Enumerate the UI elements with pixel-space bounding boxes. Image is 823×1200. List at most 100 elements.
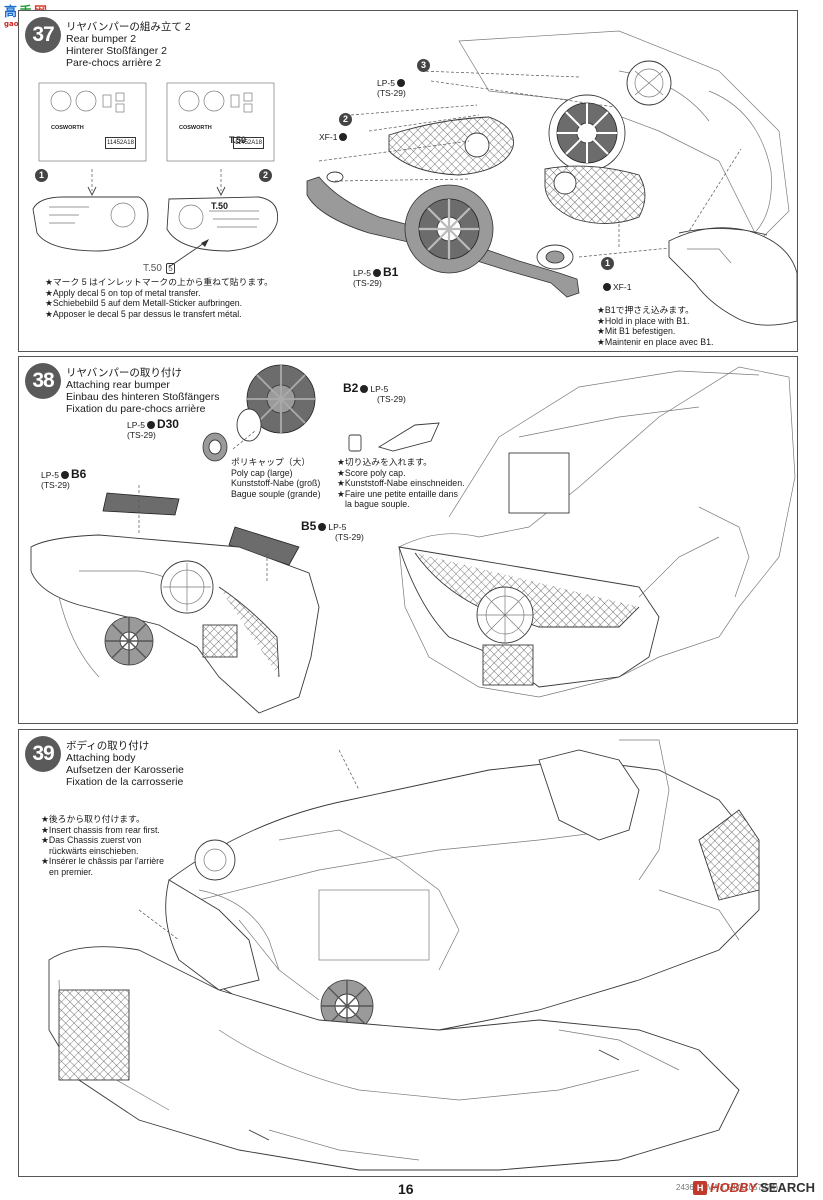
paint-code-alt: (TS-29) [41,479,70,490]
part-b2-label: B2 [343,381,359,395]
callout-2: 2 [259,169,272,182]
note-line: Bague souple (grande) [231,488,321,499]
title-en: Attaching rear bumper [66,379,170,391]
decal-sheet-code: 11452A18 [105,137,136,149]
note-line: ★Insert chassis from rear first. [41,824,160,835]
paint-label-lp5: LP-5 (TS-29) [377,78,407,98]
decal-number-box: 5 [165,263,176,274]
part-b1-label: B1 [382,265,399,279]
insert-chassis-instructions: ★後ろから取り付けます。 ★Insert chassis from rear f… [41,814,164,877]
callout-3: 3 [417,59,430,72]
step-title: リヤバンパーの組み立て 2 Rear bumper 2 Hinterer Sto… [66,21,191,69]
paint-code-alt: (TS-29) [335,531,364,542]
paint-dot-icon [339,133,348,141]
score-poly-cap-instructions: ★切り込みを入れます。 ★Score poly cap. ★Kunststoff… [337,457,465,510]
title-en: Rear bumper 2 [66,33,137,45]
part-b6-label: B6 [70,467,87,481]
title-de: Aufsetzen der Karosserie [66,764,184,776]
paint-dot-icon [603,283,611,291]
hobbysearch-text-b: SEARCH [760,1180,815,1195]
paint-dot-icon [372,269,381,277]
hobbysearch-text-a: HOBBY [710,1180,758,1195]
paint-label-xf1: XF-1 [319,132,349,143]
note-line: ★Mit B1 befestigen. [597,326,676,336]
paint-code: LP-5 [353,268,371,278]
poly-cap-label: ポリキャップ（大） Poly cap (large) Kunststoff-Na… [231,457,321,499]
paint-code: LP-5 [127,420,145,430]
note-line: la bague souple. [345,499,410,509]
step-39-panel: 39 ボディの取り付け Attaching body Aufsetzen der… [18,729,798,1177]
note-line: ポリキャップ（大） [231,457,311,467]
b1-instructions: ★B1で押さえ込みます。 ★Hold in place with B1. ★Mi… [597,305,713,347]
callout-1: 1 [35,169,48,182]
title-jp: ボディの取り付け [66,740,150,752]
paint-label-b5: B5 LP-5 (TS-29) [301,519,364,542]
paint-dot-icon [396,79,405,87]
step-title: リヤバンパーの取り付け Attaching rear bumper Einbau… [66,367,220,415]
note-line: ★Kunststoff-Nabe einschneiden. [337,478,465,488]
watermark-char: 高 [4,5,18,20]
title-fr: Fixation du pare-chocs arrière [66,403,206,415]
paint-dot-icon [318,523,327,531]
paint-code: XF-1 [613,282,632,292]
title-fr: Pare-chocs arrière 2 [66,57,162,69]
title-de: Einbau des hinteren Stoßfängers [66,391,220,403]
note-line: ★Score poly cap. [337,467,406,478]
paint-dot-icon [360,385,369,393]
bumper-tso-text: T.50 [211,201,229,211]
tso-decal-label: T.50 5 [143,263,176,274]
step-title: ボディの取り付け Attaching body Aufsetzen der Ka… [66,740,184,788]
page-number: 16 [398,1181,414,1197]
paint-code: LP-5 [41,470,59,480]
paint-code: LP-5 [328,522,347,532]
title-jp: リヤバンパーの取り付け [66,367,182,379]
paint-code-alt: (TS-29) [127,429,156,440]
note-line: ★Insérer le châssis par l'arrière [41,856,164,866]
note-line: Kunststoff-Nabe (groß) [231,478,321,488]
note-line: ★後ろから取り付けます。 [41,814,145,824]
note-line: en premier. [49,866,94,877]
paint-code: XF-1 [319,132,338,142]
callout-1: 1 [601,257,614,270]
step-number-badge: 39 [25,736,61,772]
note-line: ★Apply decal 5 on top of metal transfer. [45,287,201,298]
catalog-code: 24364 GMA T.50 (11057874) [676,1183,778,1192]
part-b5-label: B5 [301,519,317,533]
decal-cosworth-text: COSWORTH [51,125,84,131]
paint-code: LP-5 [370,384,389,394]
step-number-badge: 37 [25,17,61,53]
paint-code-alt: (TS-29) [377,87,406,98]
decal-sheet-code: 11452A18 [233,137,264,149]
note-line: ★Apposer le decal 5 par dessus le transf… [45,308,242,319]
callout-2: 2 [339,113,352,126]
hobbysearch-watermark: H HOBBY SEARCH [693,1180,815,1195]
step-number-badge: 38 [25,363,61,399]
title-jp: リヤバンパーの組み立て 2 [66,21,191,33]
attaching-rear-bumper-illustration [30,364,796,714]
step-37-panel: 37 リヤバンパーの組み立て 2 Rear bumper 2 Hinterer … [18,10,798,352]
decal-cosworth-text: COSWORTH [179,125,212,131]
note-line: ★マーク 5 はインレットマークの上から重ねて貼ります。 [45,277,273,287]
title-en: Attaching body [66,752,136,764]
note-line: Poly cap (large) [231,467,293,478]
attaching-body-illustration [48,739,760,1171]
note-line: ★Das Chassis zuerst von [41,835,142,845]
paint-label-b6: LP-5 B6 (TS-29) [41,467,87,490]
paint-code: LP-5 [377,78,395,88]
paint-label-xf1: XF-1 [601,282,632,293]
note-line: rückwärts einschieben. [49,845,139,856]
note-line: ★B1で押さえ込みます。 [597,305,694,315]
note-line: ★Schiebebild 5 auf dem Metall-Sticker au… [45,298,243,308]
note-line: ★Hold in place with B1. [597,315,690,326]
title-fr: Fixation de la carrosserie [66,776,184,788]
paint-dot-icon [146,421,155,429]
paint-dot-icon [60,471,69,479]
note-line: ★Maintenir en place avec B1. [597,336,714,347]
decal-tso-text: T.50 [229,135,247,145]
rear-bumper-2-illustration [32,30,797,326]
note-line: ★切り込みを入れます。 [337,457,432,467]
tso-small-text: T.50 [143,263,162,274]
